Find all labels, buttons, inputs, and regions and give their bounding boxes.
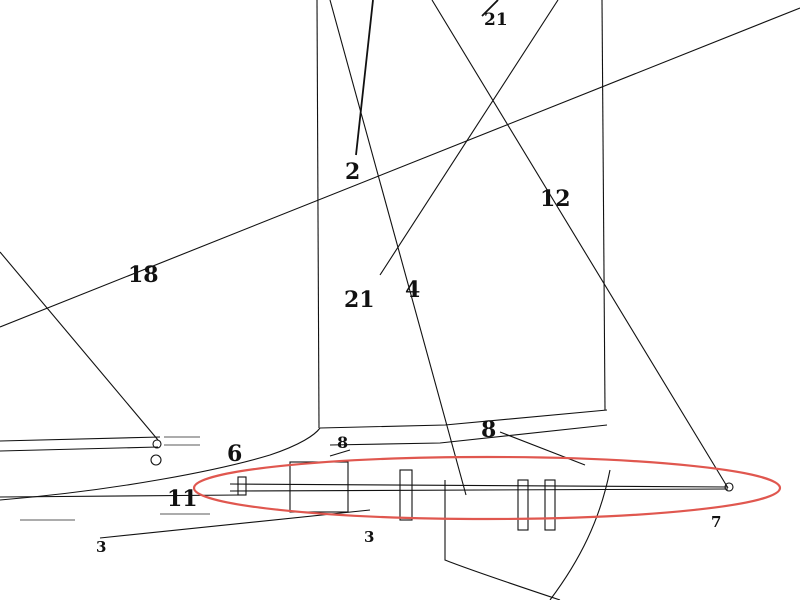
boom-left-under	[0, 446, 159, 452]
mast-left-edge	[316, 0, 320, 429]
pointer-8-left	[329, 449, 351, 457]
label-4: 4	[405, 277, 420, 303]
block-left	[150, 454, 162, 466]
label-7: 7	[711, 513, 721, 531]
stay-18	[0, 7, 800, 328]
stanchion-1	[517, 479, 529, 531]
main-boom-under	[229, 488, 729, 492]
label-21-top: 21	[484, 10, 508, 30]
hull-stern	[444, 480, 561, 600]
stay-12	[431, 0, 729, 489]
line-21	[379, 0, 559, 276]
highlight-ellipse	[192, 455, 782, 521]
label-2: 2	[345, 159, 360, 185]
gooseneck	[152, 439, 162, 449]
hull-aft	[549, 469, 611, 600]
mast-right-edge	[601, 0, 606, 411]
stanchion-2	[544, 479, 556, 531]
deck-sheer	[0, 427, 321, 501]
pointer-2	[355, 0, 374, 156]
main-boom	[229, 483, 729, 488]
label-21-mid: 21	[344, 287, 375, 313]
label-11: 11	[167, 486, 198, 512]
cabin	[289, 461, 349, 513]
block-6	[237, 476, 247, 496]
stanchion-3	[399, 469, 413, 521]
block-7	[724, 482, 734, 492]
label-18: 18	[128, 262, 159, 288]
label-8-right: 8	[481, 417, 496, 443]
deck-line-lower	[329, 424, 608, 446]
pointer-21-top	[481, 0, 499, 17]
label-8-left: 8	[337, 433, 348, 452]
deck-line	[319, 409, 608, 429]
pointer-8-right	[499, 431, 586, 466]
label-3-left: 3	[96, 538, 106, 556]
label-3-mid: 3	[364, 528, 374, 546]
label-12: 12	[540, 186, 571, 212]
shroud-left	[0, 251, 159, 441]
label-6: 6	[227, 441, 242, 467]
boom-left	[0, 436, 161, 442]
